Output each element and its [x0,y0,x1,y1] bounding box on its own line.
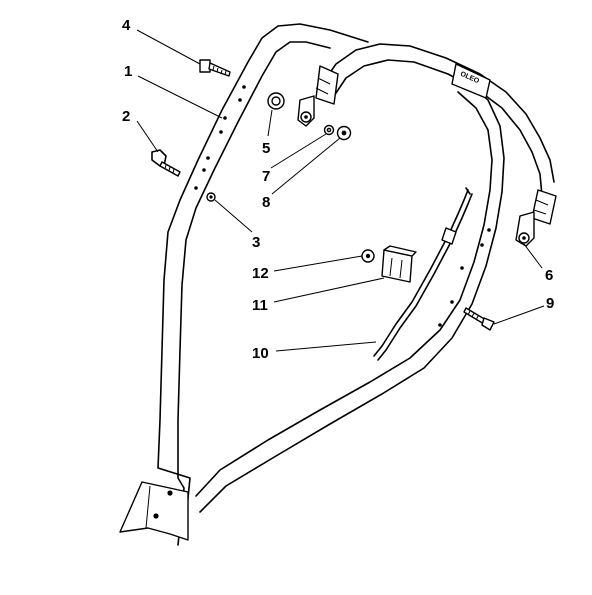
leader-11 [273,277,385,303]
callout-6: 6 [545,267,553,284]
leader-10 [275,341,377,352]
callout-labels: 1 2 3 4 5 6 7 8 9 10 11 12 [122,17,554,362]
callout-5: 5 [262,140,270,157]
lower-handle-frame [119,23,505,546]
hook-pin-2 [151,149,181,177]
callout-4: 4 [122,17,131,34]
leader-9 [493,305,545,325]
rivet-3 [206,192,216,202]
leader-8 [271,137,341,195]
callout-10: 10 [252,345,269,362]
nut-12 [361,249,375,263]
leader-5 [267,109,273,137]
leader-2 [136,120,159,153]
callout-3: 3 [252,234,260,251]
screw-9 [463,307,495,331]
callout-7: 7 [262,168,270,185]
callout-1: 1 [124,63,132,80]
bolt-4 [199,59,231,77]
clip-block-11 [381,245,417,283]
callout-2: 2 [122,108,130,125]
leader-lines [136,29,545,352]
washer-7 [323,124,335,136]
leader-12 [273,255,363,272]
nut-8 [336,125,352,141]
callout-8: 8 [262,194,270,211]
leader-6 [523,243,543,269]
callout-9: 9 [546,295,554,312]
leader-7 [270,133,327,169]
leader-1 [137,75,223,119]
callout-12: 12 [252,265,269,282]
grommet-5 [267,92,285,110]
control-rod-10 [373,187,473,361]
callout-11: 11 [252,297,268,314]
leader-4 [136,29,201,65]
upper-handle-bar: OLEO [297,43,557,247]
leader-3 [214,199,253,233]
